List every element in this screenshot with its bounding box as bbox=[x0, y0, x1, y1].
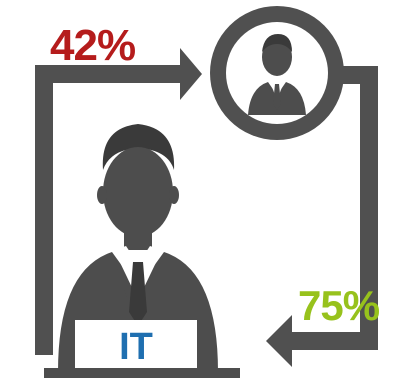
return-percentage: 75% bbox=[298, 282, 380, 329]
desk-panel bbox=[75, 320, 197, 372]
left-connector-line bbox=[35, 65, 53, 355]
bottom-arrow-shaft bbox=[286, 332, 378, 350]
desk-base bbox=[44, 368, 240, 378]
outgoing-percentage: 42% bbox=[50, 21, 136, 70]
arrow-right-icon bbox=[180, 48, 202, 100]
desk-label: IT bbox=[119, 326, 153, 368]
top-arrow-shaft bbox=[35, 65, 185, 83]
businessman-avatar-icon bbox=[210, 6, 344, 140]
right-connector-line bbox=[360, 66, 378, 349]
arrow-left-icon bbox=[266, 315, 292, 367]
